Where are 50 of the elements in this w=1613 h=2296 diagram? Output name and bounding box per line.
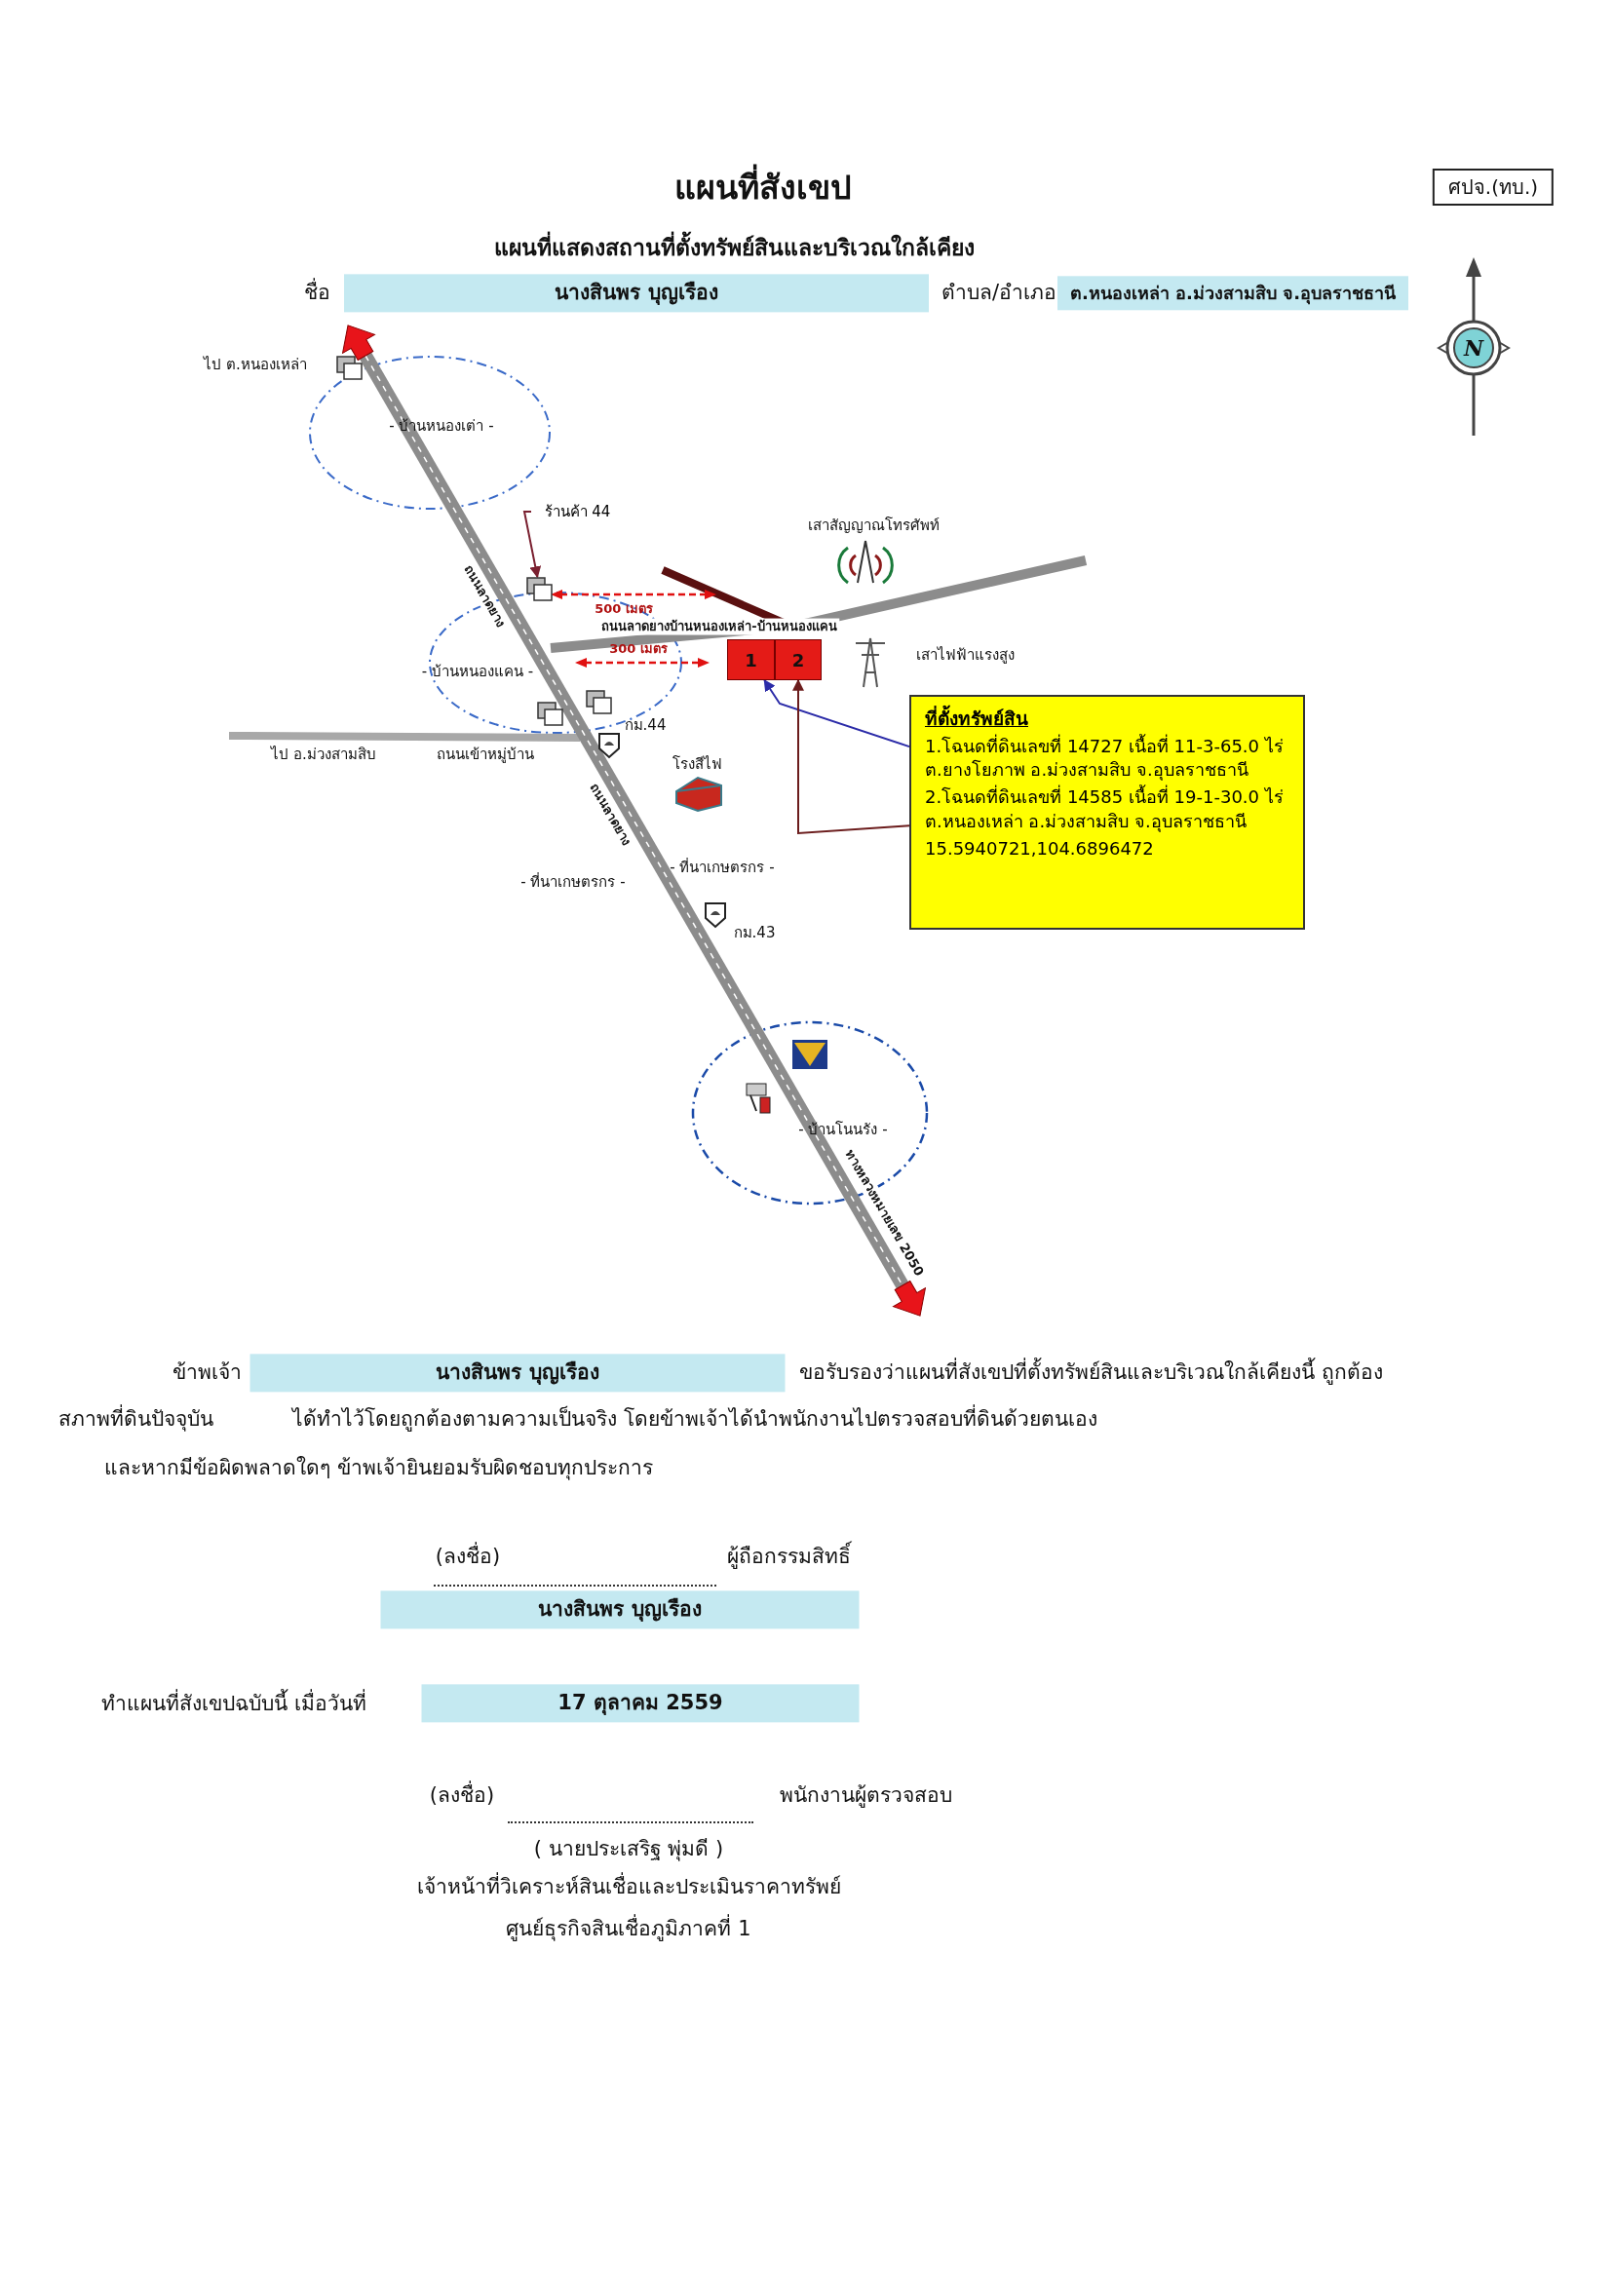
- form-text: เจ้าหน้าที่วิเคราะห์สินเชื่อและประเมินราคาทรัพย์: [416, 1874, 841, 1901]
- map-label: ถนนเข้าหมู่บ้าน: [437, 746, 534, 765]
- filled-field: 17 ตุลาคม 2559: [421, 1684, 860, 1723]
- form-code-box: ศปจ.(ทบ.): [1432, 169, 1555, 206]
- form-text: ศูนย์ธุรกิจสินเชื่อภูมิภาคที่ 1: [506, 1916, 751, 1943]
- map-label: - บ้านโนนรัง -: [798, 1121, 888, 1140]
- form-text: ( นายประเสริฐ พุ่มดี ): [533, 1836, 724, 1863]
- house-icon: [526, 577, 554, 602]
- property-info-box: [909, 695, 1305, 930]
- compass-letter: N: [1463, 333, 1484, 363]
- map-label: ไป ต.หนองเหล่า: [204, 356, 307, 375]
- map-label: - บ้านหนองเต่า -: [389, 417, 494, 437]
- land-plot: 2: [775, 639, 822, 680]
- form-text: ข้าพเจ้า: [172, 1359, 242, 1387]
- map-label: กม.44: [624, 716, 667, 736]
- filled-field: นางสินพร บุญเรือง: [344, 274, 929, 313]
- distance-label: 300 เมตร: [609, 640, 668, 658]
- form-text: ขอรับรองว่าแผนที่สังเขปที่ตั้งทรัพย์สินและบริเวณใกล้เคียงนี้ ถูกต้อง: [799, 1359, 1383, 1387]
- leader-line: [522, 511, 542, 579]
- road-label: ถนนลาดยางบ้านหนองเหล่า-บ้านหนองแคน: [598, 618, 840, 635]
- form-text: (ลงชื่อ): [429, 1782, 495, 1810]
- map-label: ร้านค้า 44: [531, 500, 624, 523]
- filled-field: นางสินพร บุญเรือง: [250, 1354, 786, 1393]
- form-text: ทำแผนที่สังเขปฉบับนี้ เมื่อวันที่: [101, 1691, 366, 1718]
- form-text: ได้ทำไว้โดยถูกต้องตามความเป็นจริง โดยข้าพเจ้าได้นำพนักงานไปตรวจสอบที่ดินด้วยตนเอง: [292, 1406, 1097, 1434]
- form-text: ชื่อ: [303, 280, 330, 307]
- map-label: - ที่นาเกษตรกร -: [670, 859, 775, 878]
- leader-line: [792, 678, 910, 835]
- info-text: 2.โฉนดที่ดินเลขที่ 14585 เนื้อที่ 19-1-30.0 ไร่ ต.หนองเหล่า อ.ม่วงสามสิบ จ.อุบลราชธานี: [925, 785, 1285, 833]
- land-plot: 1: [727, 639, 775, 680]
- info-text: 1.โฉนดที่ดินเลขที่ 14727 เนื้อที่ 11-3-65.0 ไร่ ต.ยางโยภาพ อ.ม่วงสามสิบ จ.อุบลราชธานี: [925, 734, 1285, 783]
- leader-line: [763, 679, 910, 748]
- form-text: และหากมีข้อผิดพลาดใดๆ ข้าพเจ้ายินยอมรับผิดชอบทุกประการ: [104, 1455, 653, 1482]
- info-text: 15.5940721,104.6896472: [925, 836, 1155, 861]
- map-title: แผนที่สังเขป: [674, 165, 852, 210]
- map-label: เสาไฟฟ้าแรงสูง: [915, 646, 1015, 666]
- filled-field: นางสินพร บุญเรือง: [380, 1590, 860, 1629]
- distance-label: 500 เมตร: [595, 600, 653, 618]
- map-label: ไป อ.ม่วงสามสิบ: [271, 746, 376, 765]
- map-label: เสาสัญญาณโทรศัพท์: [807, 517, 940, 536]
- map-label: - บ้านหนองแคน -: [421, 663, 534, 682]
- map-label: กม.43: [733, 924, 776, 943]
- form-text: พนักงานผู้ตรวจสอบ: [779, 1782, 952, 1810]
- form-text: ตำบล/อำเภอ: [941, 280, 1057, 307]
- info-heading: ที่ตั้งทรัพย์สิน: [925, 707, 1028, 731]
- form-text: (ลงชื่อ): [435, 1544, 501, 1571]
- filled-field: ต.หนองเหล่า อ.ม่วงสามสิบ จ.อุบลราชธานี: [1057, 276, 1408, 311]
- map-label: - ที่นาเกษตรกร -: [520, 873, 626, 893]
- form-text: สภาพที่ดินปัจจุบัน: [58, 1406, 213, 1434]
- map-label: โรงสีไฟ: [672, 755, 722, 775]
